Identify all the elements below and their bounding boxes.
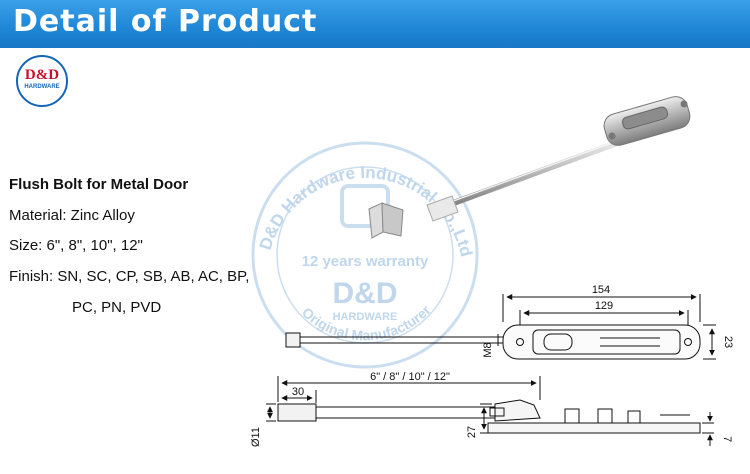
side-view-drawing — [266, 376, 714, 446]
logo-main-text: D&D — [24, 67, 60, 83]
product-photo — [368, 96, 691, 239]
brand-logo: D&D HARDWARE — [16, 55, 68, 107]
dim-tip-length: 30 — [292, 386, 304, 398]
dim-overall-length: 154 — [592, 284, 610, 296]
dim-thread: M8 — [482, 342, 494, 357]
plan-view-drawing — [285, 294, 716, 360]
spec-material: Material: Zinc Alloy — [9, 207, 135, 224]
dim-body-height: 27 — [466, 426, 478, 438]
header-banner: Detail of Product — [0, 0, 750, 48]
watermark-brand: D&D — [333, 277, 398, 310]
product-name: Flush Bolt for Metal Door — [9, 176, 189, 193]
dim-slot-length: 129 — [595, 300, 613, 312]
watermark-brand-sub: HARDWARE — [333, 311, 398, 323]
dim-rod-lengths: 6" / 8" / 10" / 12" — [370, 371, 450, 383]
spec-finish: Finish: SN, SC, CP, SB, AB, AC, BP, — [9, 268, 250, 285]
dim-rod-diameter: Ø11 — [250, 427, 262, 447]
watermark-warranty: 12 years warranty — [302, 253, 429, 270]
spec-finish-continued: PC, PN, PVD — [72, 299, 162, 316]
spec-size: Size: 6", 8", 10", 12" — [9, 237, 143, 254]
dim-plate-thickness: 7 — [721, 436, 733, 442]
page-title: Detail of Product — [13, 4, 318, 39]
dim-plate-height: 23 — [722, 336, 734, 348]
logo-sub-text: HARDWARE — [24, 84, 60, 90]
